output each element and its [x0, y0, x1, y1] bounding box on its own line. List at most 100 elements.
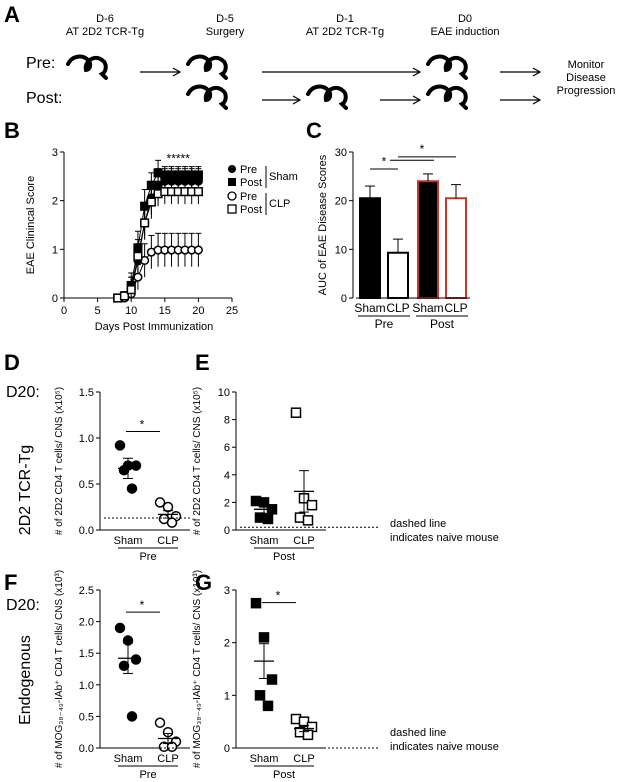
y-tick-label: 0	[341, 293, 347, 305]
x-axis-title: Days Post Immunization	[95, 321, 214, 333]
arrow-head	[172, 67, 182, 77]
y-tick-label: 10	[335, 244, 347, 256]
data-point	[166, 741, 178, 752]
data-point	[250, 597, 262, 609]
outcome-line-2: Disease	[566, 72, 606, 84]
x-tick-label: 10	[125, 305, 137, 317]
data-point	[302, 729, 314, 741]
data-point	[193, 187, 203, 197]
y-axis-title: EAE Clinincal Score	[25, 176, 37, 274]
y-axis-title: # of 2D2 CD4 T cells/ CNS (x10⁵)	[192, 387, 203, 535]
x-tick-label: 0	[61, 305, 67, 317]
data-point	[118, 464, 130, 476]
data-point	[266, 674, 278, 685]
y-tick-label: 0	[224, 743, 230, 755]
bar	[387, 251, 409, 300]
y-tick-label: 10	[218, 387, 230, 399]
group-label: Post	[430, 317, 455, 331]
y-tick-label: 6	[224, 442, 230, 454]
group-label: Pre	[139, 551, 156, 563]
y-axis-title: # of MOG₃₈₋₄₉-IAb⁺ CD4 T cells/ CNS (x10…	[54, 570, 65, 768]
legend-post-clp: Post	[240, 204, 262, 216]
x-tick-label: 20	[192, 305, 204, 317]
legend-marker-post-sham	[228, 178, 236, 186]
y-tick-label: 0	[224, 525, 230, 537]
chart-f: 0.00.51.01.52.02.5# of MOG₃₈₋₄₉-IAb⁺ CD4…	[54, 570, 190, 781]
arrow-head	[412, 67, 422, 77]
y-tick-label: 0.5	[79, 711, 94, 723]
data-point	[162, 501, 174, 513]
step-2-event: Surgery	[206, 26, 245, 38]
data-point	[133, 272, 143, 282]
data-point	[262, 700, 274, 712]
y-tick-label: 1	[224, 690, 230, 702]
step-1-event: AT 2D2 TCR-Tg	[66, 26, 144, 38]
group-label: Post	[273, 551, 295, 563]
timeline-arrow	[500, 95, 542, 105]
step-1-day: D-6	[96, 13, 114, 25]
d20-label-bottom: D20:	[6, 597, 40, 614]
mouse-body	[306, 84, 348, 110]
mouse-body	[186, 54, 228, 80]
x-tick-label: 5	[95, 305, 101, 317]
y-tick-label: 2.0	[79, 617, 94, 629]
panel-label-e: E	[195, 350, 210, 375]
significance-stars: *****	[167, 151, 191, 165]
step-2-day: D-5	[216, 13, 234, 25]
category-label: CLP	[293, 535, 314, 547]
y-tick-label: 8	[224, 415, 230, 427]
data-point	[126, 285, 136, 295]
arrow-head	[532, 67, 542, 77]
bar	[359, 197, 381, 300]
dashed-line-note-e-1: dashed line	[390, 518, 446, 530]
data-point	[302, 515, 314, 526]
data-point	[193, 170, 203, 180]
significance-star: *	[276, 589, 281, 603]
step-3-day: D-1	[336, 13, 354, 25]
row-pre-label: Pre:	[26, 55, 55, 72]
series-post-clp	[113, 178, 203, 303]
y-tick-label: 1.5	[79, 648, 94, 660]
y-tick-label: 0.0	[79, 525, 94, 537]
category-label: Sham	[412, 301, 443, 315]
data-point	[126, 483, 138, 494]
legend-clp: CLP	[269, 198, 290, 210]
bar	[445, 197, 467, 300]
y-tick-label: 1.0	[79, 680, 94, 692]
dashed-line-note-e-2: indicates naive mouse	[390, 532, 499, 544]
mouse-body	[426, 84, 468, 110]
timeline-arrow	[140, 67, 182, 77]
panel-label-c: C	[306, 118, 322, 143]
data-point	[118, 660, 130, 672]
group-label: Post	[273, 769, 295, 781]
y-axis-title: # of MOG₃₈₋₄₉-IAb⁺ CD4 T cells/ CNS (x10…	[192, 570, 203, 768]
y-tick-label: 2	[224, 638, 230, 650]
timeline-arrows	[140, 67, 542, 105]
legend-marker-pre-sham	[228, 165, 236, 173]
data-point	[146, 197, 156, 207]
significance-star: *	[420, 142, 425, 156]
category-label: CLP	[444, 301, 467, 315]
panel-label-a: A	[4, 2, 20, 27]
dashed-line-note-g-1: dashed line	[390, 727, 446, 739]
data-point	[130, 654, 142, 665]
category-label: Sham	[250, 535, 279, 547]
arrow-head	[532, 95, 542, 105]
timeline-arrow	[262, 95, 302, 105]
panel-label-g: G	[195, 570, 212, 595]
mouse-icon	[426, 54, 468, 80]
data-point	[306, 499, 318, 511]
y-axis-title: AUC of EAE Disease Scores	[317, 154, 329, 295]
mouse-icon	[426, 84, 468, 110]
legend-marker-pre-clp	[227, 191, 237, 201]
outcome-line-3: Progression	[557, 85, 616, 97]
timeline-arrow	[380, 95, 422, 105]
category-label: Sham	[114, 535, 143, 547]
y-tick-label: 3	[224, 585, 230, 597]
group-label: Pre	[139, 769, 156, 781]
mouse-icon	[186, 84, 228, 110]
d20-label-top: D20:	[6, 384, 40, 401]
step-4-day: D0	[458, 13, 472, 25]
mouse-body	[66, 54, 108, 80]
